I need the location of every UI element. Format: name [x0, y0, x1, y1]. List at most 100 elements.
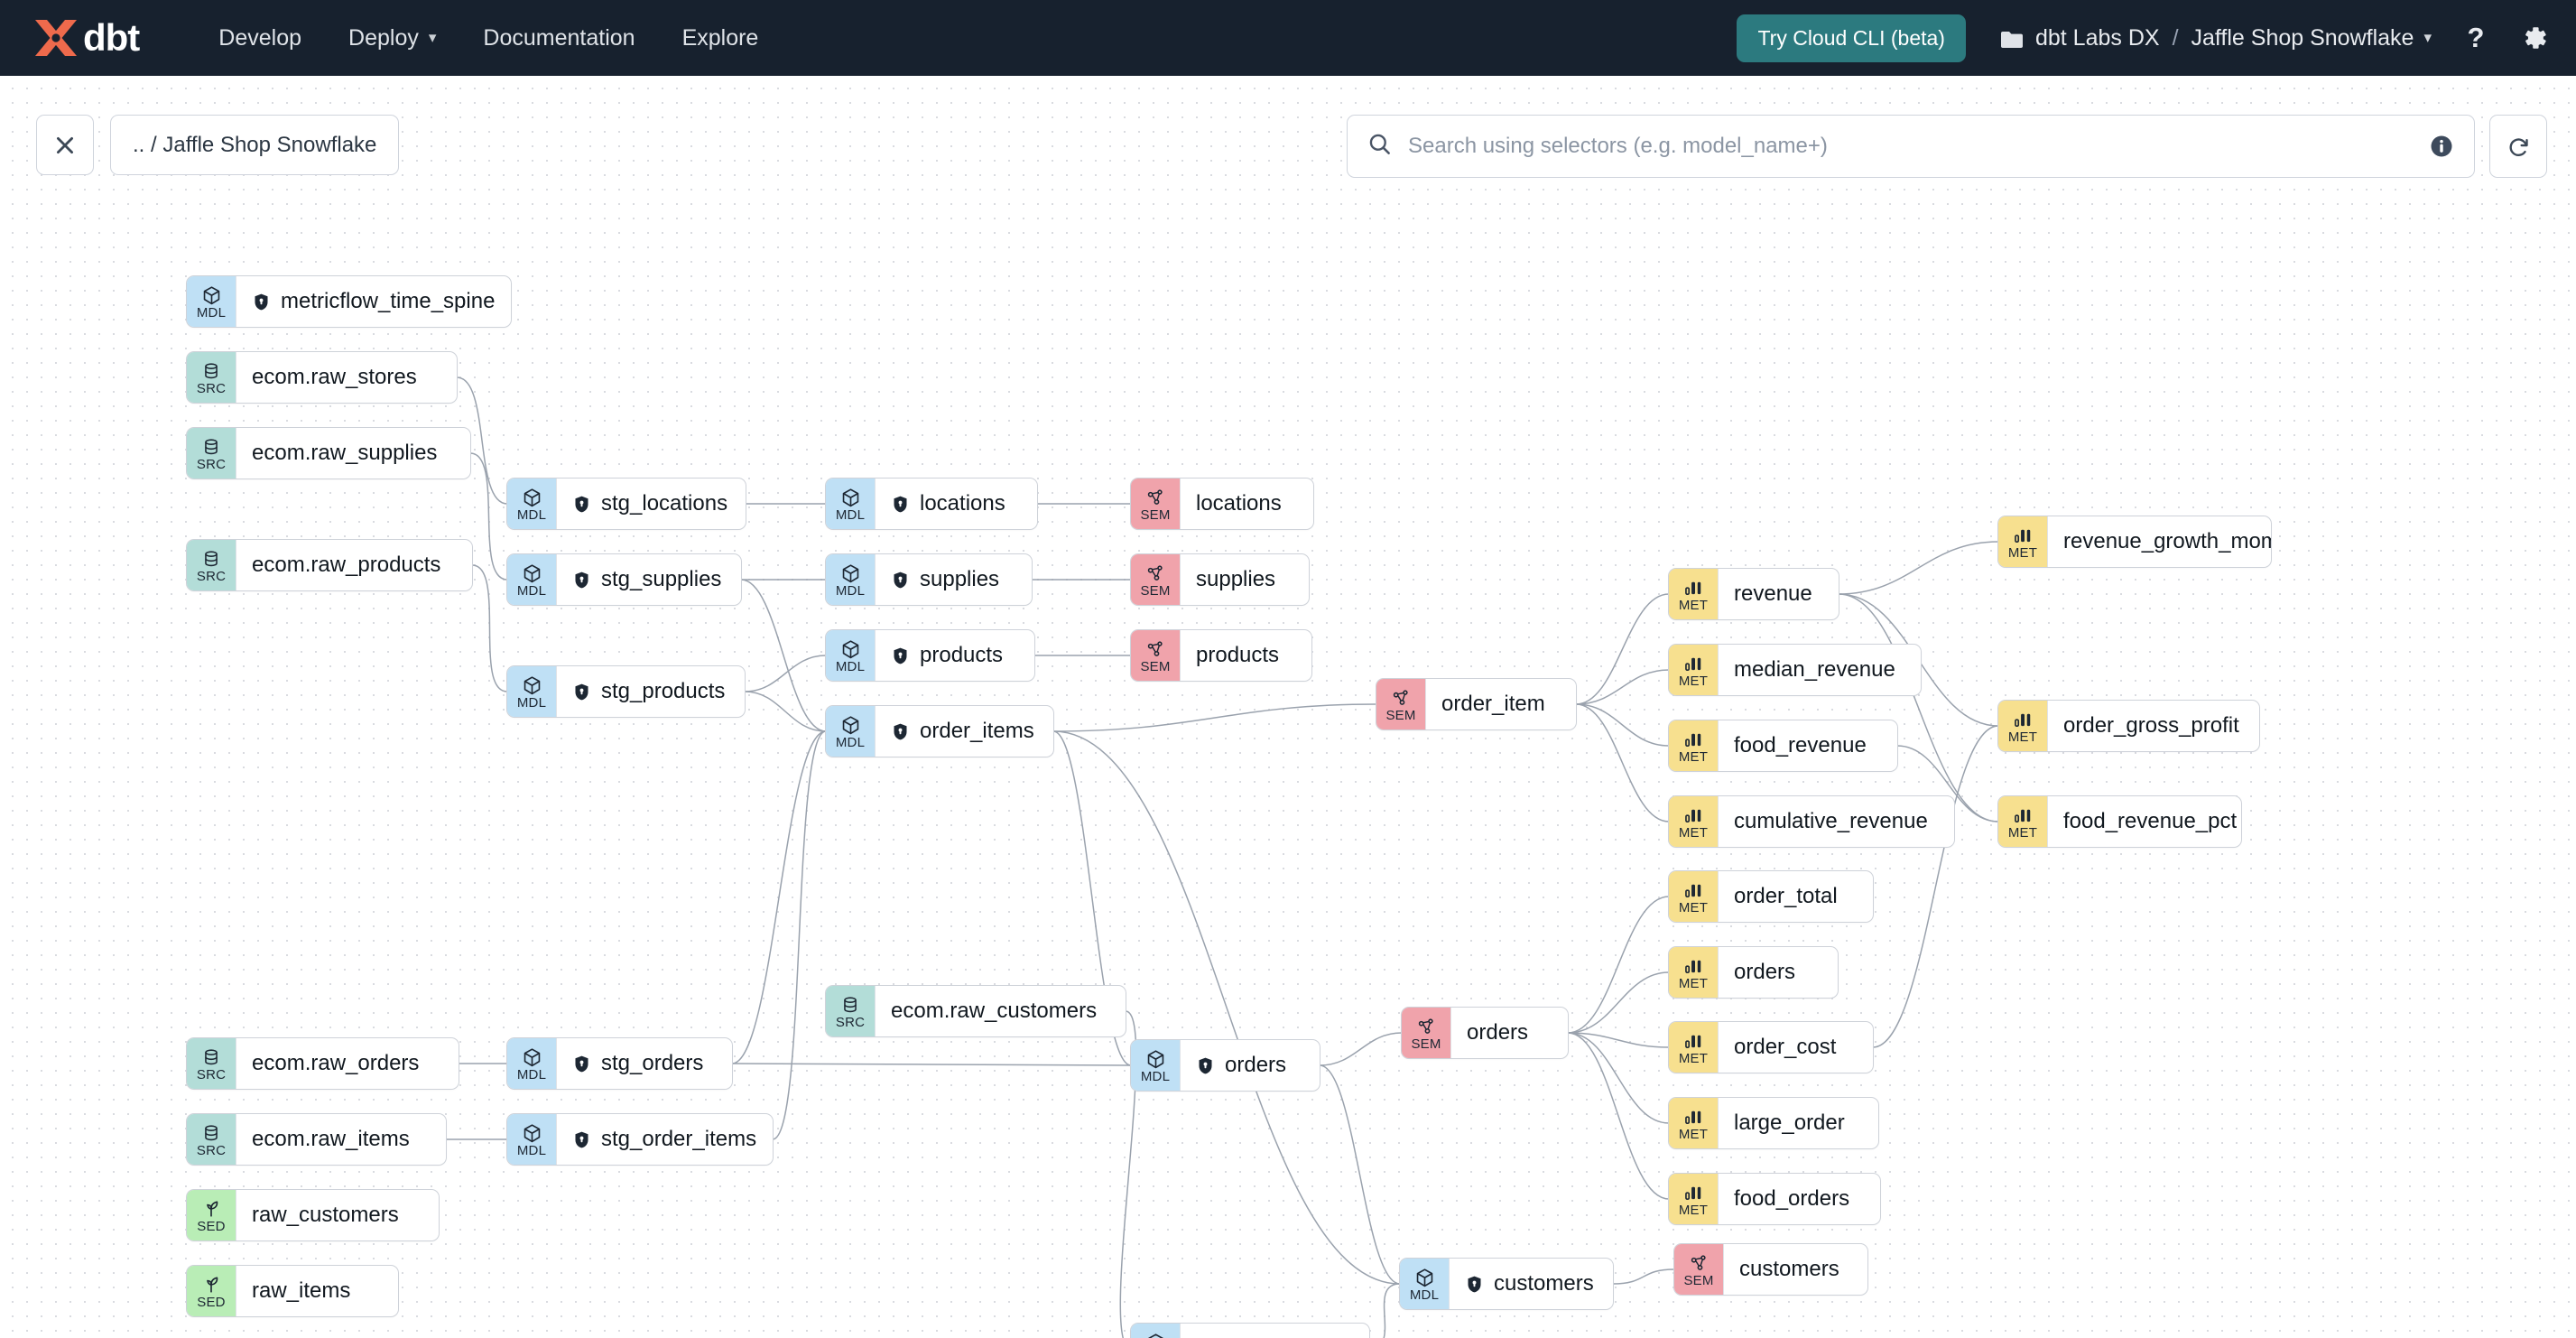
sem-icon	[1689, 1253, 1709, 1273]
node-label: supplies	[875, 554, 1032, 605]
node-label-text: order_items	[920, 719, 1034, 743]
breadcrumb-label: .. / Jaffle Shop Snowflake	[133, 132, 377, 157]
node-label-text: raw_customers	[252, 1203, 399, 1227]
met-icon	[2013, 805, 2033, 825]
node-type-badge-mdl: MDL	[826, 706, 875, 757]
lineage-toolbar: .. / Jaffle Shop Snowflake	[0, 76, 2576, 178]
gear-icon[interactable]	[2520, 23, 2549, 52]
node-type-code: MET	[1678, 900, 1709, 915]
close-lineage-button[interactable]	[36, 115, 94, 175]
node-type-code: MDL	[835, 659, 866, 674]
graph-node-stg_orders[interactable]: MDL stg_orders	[507, 1038, 732, 1089]
breadcrumb-button[interactable]: .. / Jaffle Shop Snowflake	[110, 115, 400, 175]
sed-icon	[201, 1199, 221, 1219]
nav-link-explore[interactable]: Explore	[659, 0, 783, 76]
node-label: stg_order_items	[556, 1114, 773, 1165]
top-navigation-bar: dbt Develop Deploy ▾ Documentation Explo…	[0, 0, 2576, 76]
lineage-edge	[1119, 1010, 1137, 1338]
nav-link-documentation[interactable]: Documentation	[459, 0, 658, 76]
graph-node-ecom.raw_customers[interactable]: SRC ecom.raw_customers	[826, 986, 1126, 1036]
node-type-code: MDL	[516, 1067, 547, 1082]
src-icon	[201, 361, 221, 381]
node-type-badge-mdl: MDL	[826, 554, 875, 605]
node-label: customers	[1723, 1244, 1867, 1295]
search-bar[interactable]	[1347, 115, 2475, 178]
project-selector[interactable]: Jaffle Shop Snowflake ▾	[2191, 25, 2432, 51]
node-type-badge-src: SRC	[826, 986, 875, 1036]
node-label-text: stg_customers	[1225, 1336, 1366, 1338]
project-name: Jaffle Shop Snowflake	[2191, 24, 2414, 51]
node-type-badge-mdl: MDL	[1131, 1324, 1180, 1338]
node-type-badge-mdl: MDL	[507, 666, 556, 717]
node-label: orders	[1180, 1040, 1320, 1091]
node-label: order_total	[1718, 871, 1873, 922]
shield-icon	[891, 646, 910, 665]
nav-link-deploy[interactable]: Deploy ▾	[325, 0, 459, 76]
node-type-badge-met: MET	[1998, 796, 2047, 847]
node-label: stg_orders	[556, 1038, 732, 1089]
node-label: locations	[1180, 479, 1313, 529]
close-icon	[57, 136, 73, 153]
node-label-text: food_orders	[1734, 1186, 1850, 1211]
node-label: cumulative_revenue	[1718, 796, 1954, 847]
try-cloud-cli-button[interactable]: Try Cloud CLI (beta)	[1737, 14, 1966, 62]
search-input[interactable]	[1408, 134, 2429, 159]
dbt-wordmark: dbt	[83, 16, 140, 59]
node-label: food_revenue_pct	[2047, 796, 2241, 847]
graph-node-stg_customers[interactable]: MDL stg_customers	[1131, 1324, 1369, 1338]
node-label-text: ecom.raw_customers	[891, 999, 1098, 1023]
met-icon	[1683, 578, 1703, 598]
node-type-badge-met: MET	[1669, 569, 1718, 619]
lineage-edge	[1567, 1032, 1670, 1200]
node-label-text: median_revenue	[1734, 657, 1895, 682]
node-label: ecom.raw_stores	[236, 352, 457, 403]
primary-nav-links: Develop Deploy ▾ Documentation Explore	[195, 0, 782, 76]
node-type-badge-sem: SEM	[1402, 1008, 1450, 1058]
info-icon[interactable]	[2429, 134, 2454, 159]
chevron-down-icon: ▾	[428, 29, 437, 46]
nav-link-develop[interactable]: Develop	[195, 0, 325, 76]
graph-node-met_order_total[interactable]: MET order_total	[1669, 871, 1873, 922]
refresh-button[interactable]	[2489, 115, 2547, 178]
account-name[interactable]: dbt Labs DX	[2034, 24, 2160, 51]
node-type-code: SEM	[1411, 1036, 1441, 1052]
graph-node-order_items[interactable]: MDL order_items	[826, 706, 1053, 757]
help-icon[interactable]: ?	[2467, 22, 2485, 53]
dbt-logo[interactable]: dbt	[32, 16, 140, 59]
